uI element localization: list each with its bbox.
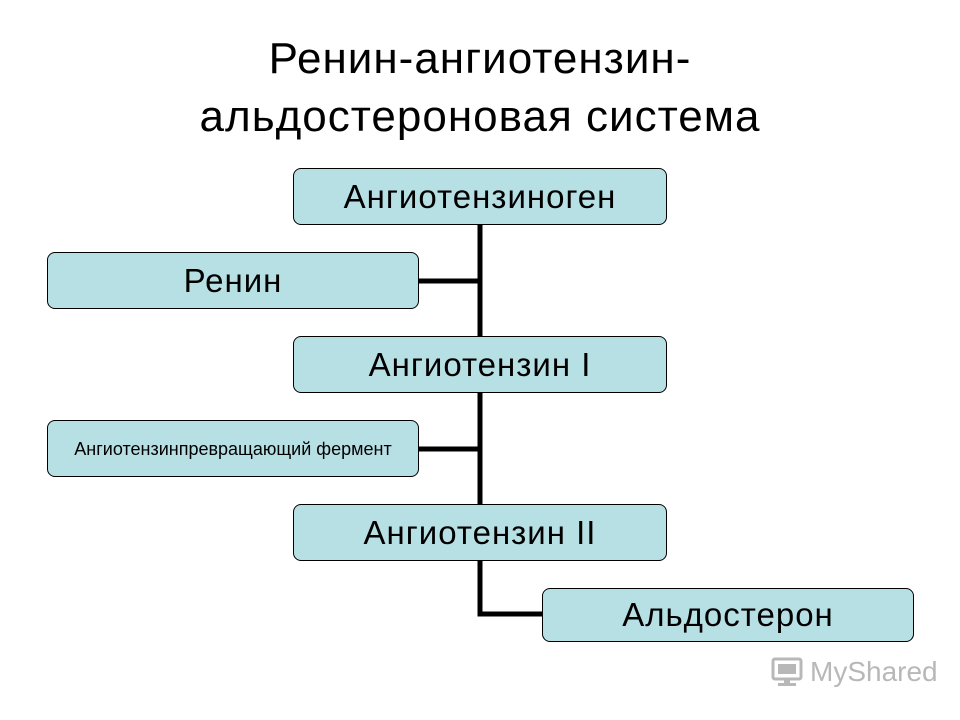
aldosterone-connector	[477, 561, 542, 617]
title-line-2: альдостероновая система	[199, 92, 761, 141]
title-line-1: Ренин-ангиотензин-	[268, 34, 692, 83]
node-angiotensin-1: Ангиотензин I	[293, 336, 667, 393]
node-aldosterone: Альдостерон	[542, 588, 914, 642]
node-angiotensinogen: Ангиотензиноген	[293, 168, 667, 225]
watermark: MyShared	[770, 655, 938, 689]
watermark-text: MyShared	[810, 656, 938, 687]
node-ace: Ангиотензинпревращающий фермент	[47, 420, 419, 477]
monitor-icon	[771, 657, 803, 686]
slide-title: Ренин-ангиотензин- альдостероновая систе…	[0, 30, 960, 146]
node-angiotensin-2: Ангиотензин II	[293, 504, 667, 561]
node-renin: Ренин	[47, 252, 419, 309]
